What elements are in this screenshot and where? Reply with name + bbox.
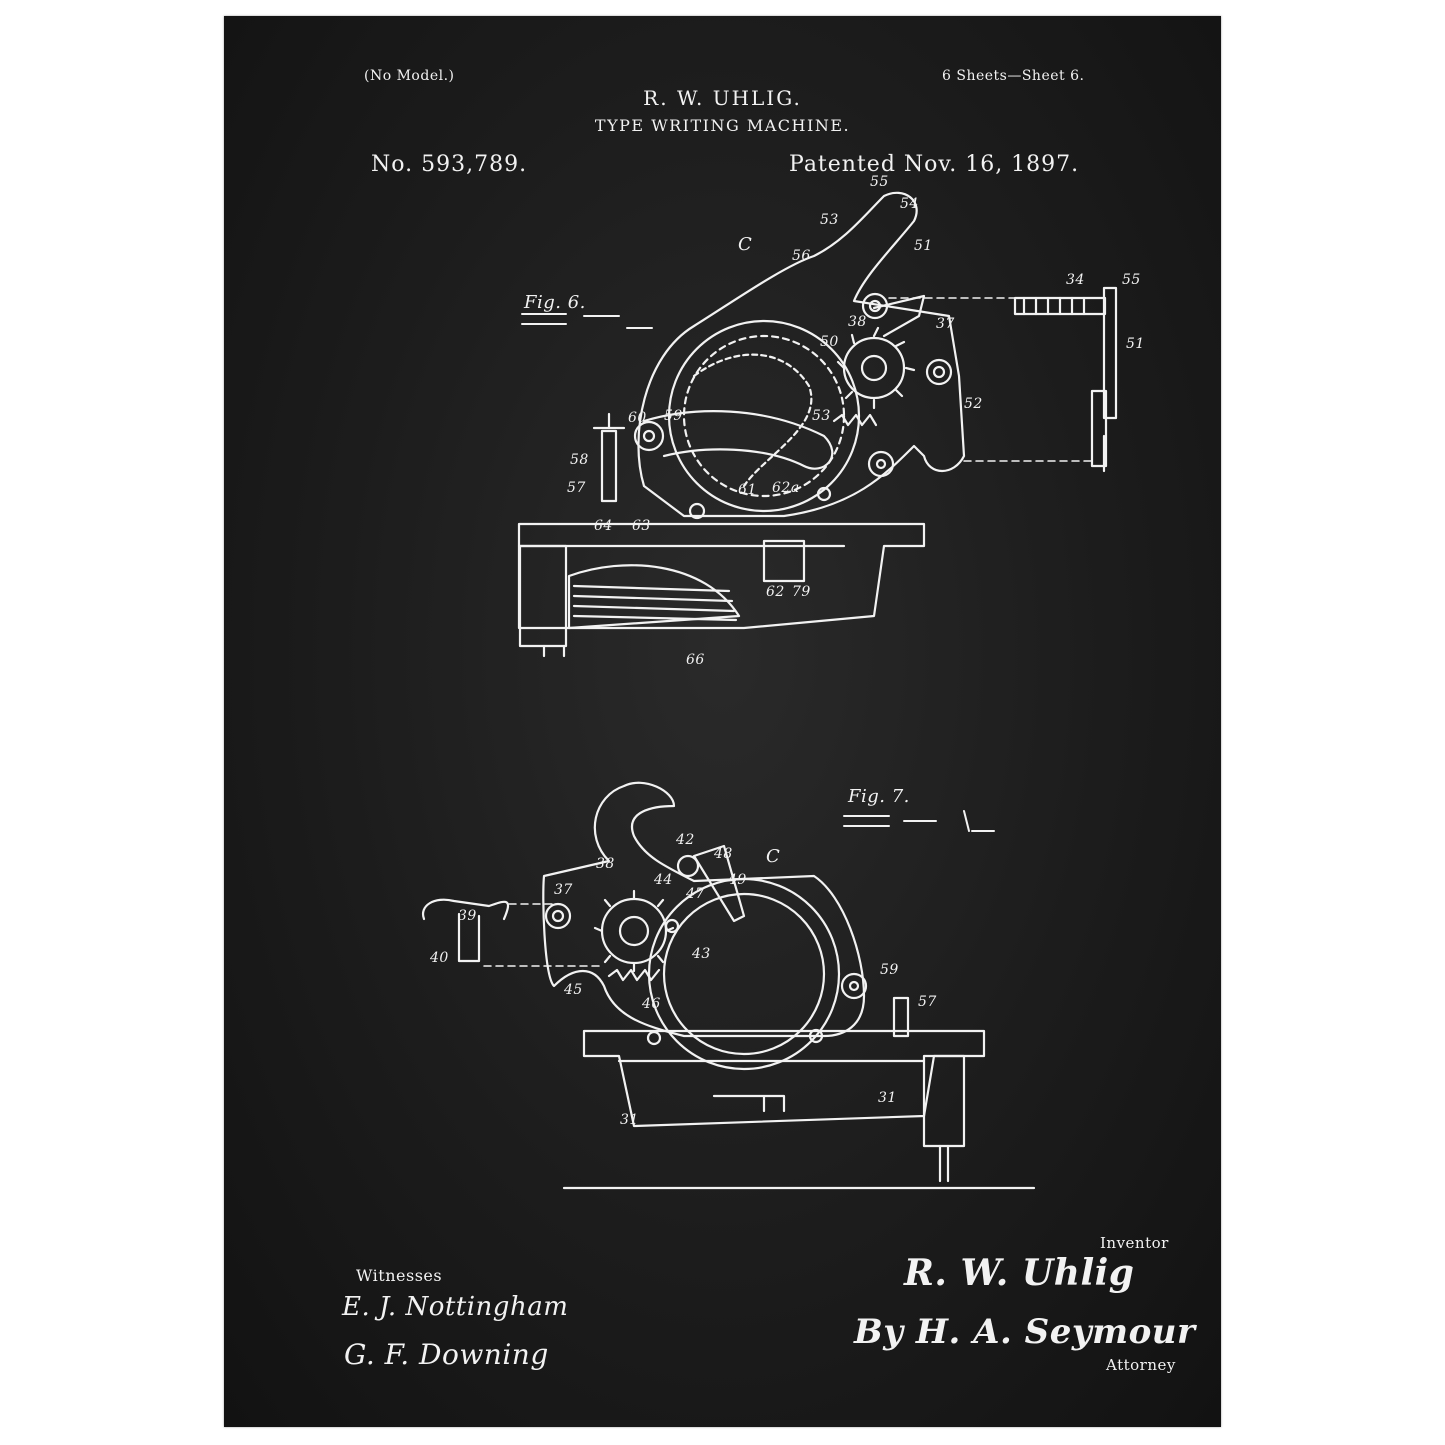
part-number: 51: [914, 238, 933, 254]
part-number: 52: [964, 396, 983, 412]
part-number: 44: [654, 872, 673, 888]
part-letter: C: [738, 234, 752, 255]
witness-signature-2: G. F. Downing: [344, 1338, 549, 1371]
part-number: 62a: [772, 480, 800, 496]
part-number: 42: [676, 832, 695, 848]
patent-sheet: (No Model.) 6 Sheets—Sheet 6. R. W. UHLI…: [224, 16, 1221, 1427]
part-number: 40: [430, 950, 449, 966]
part-number: 38: [848, 314, 867, 330]
part-number: 79: [792, 584, 811, 600]
part-number: 34: [1066, 272, 1085, 288]
part-letter: C: [766, 846, 780, 867]
figure-7-drawing: [224, 716, 1221, 1216]
part-number: 62: [766, 584, 785, 600]
witness-signature-1: E. J. Nottingham: [342, 1292, 568, 1322]
part-number: 49: [728, 872, 747, 888]
part-number: 43: [692, 946, 711, 962]
inventor-label: Inventor: [1100, 1234, 1169, 1252]
part-number: 66: [686, 652, 705, 668]
part-number: 54: [900, 196, 919, 212]
attorney-signature: By H. A. Seymour: [854, 1312, 1195, 1352]
part-number: 37: [936, 316, 955, 332]
part-number: 59: [664, 408, 683, 424]
figure-6-drawing: [224, 16, 1221, 716]
part-number: 51: [1126, 336, 1145, 352]
part-number: 61: [738, 482, 757, 498]
part-number: 46: [642, 996, 661, 1012]
part-number: 57: [918, 994, 937, 1010]
part-number: 38: [596, 856, 615, 872]
part-number: 64: [594, 518, 613, 534]
part-number: 55: [1122, 272, 1141, 288]
part-number: 39: [458, 908, 477, 924]
part-number: 56: [792, 248, 811, 264]
part-number: 31: [878, 1090, 897, 1106]
part-number: 47: [686, 886, 705, 902]
part-number: 60: [628, 410, 647, 426]
part-number: 37: [554, 882, 573, 898]
figure-6-label: Fig. 6.: [524, 292, 586, 313]
part-number: 45: [564, 982, 583, 998]
attorney-label: Attorney: [1106, 1356, 1176, 1374]
part-number: 58: [570, 452, 589, 468]
figure-7-label: Fig. 7.: [848, 786, 910, 807]
part-number: 48: [714, 846, 733, 862]
part-number: 31: [620, 1112, 639, 1128]
inventor-signature: R. W. Uhlig: [904, 1252, 1134, 1294]
part-number: 53: [812, 408, 831, 424]
part-number: 63: [632, 518, 651, 534]
part-number: 53: [820, 212, 839, 228]
part-number: 57: [567, 480, 586, 496]
part-number: 59: [880, 962, 899, 978]
part-number: 55: [870, 174, 889, 190]
part-number: 50: [820, 334, 839, 350]
witnesses-label: Witnesses: [356, 1266, 442, 1285]
